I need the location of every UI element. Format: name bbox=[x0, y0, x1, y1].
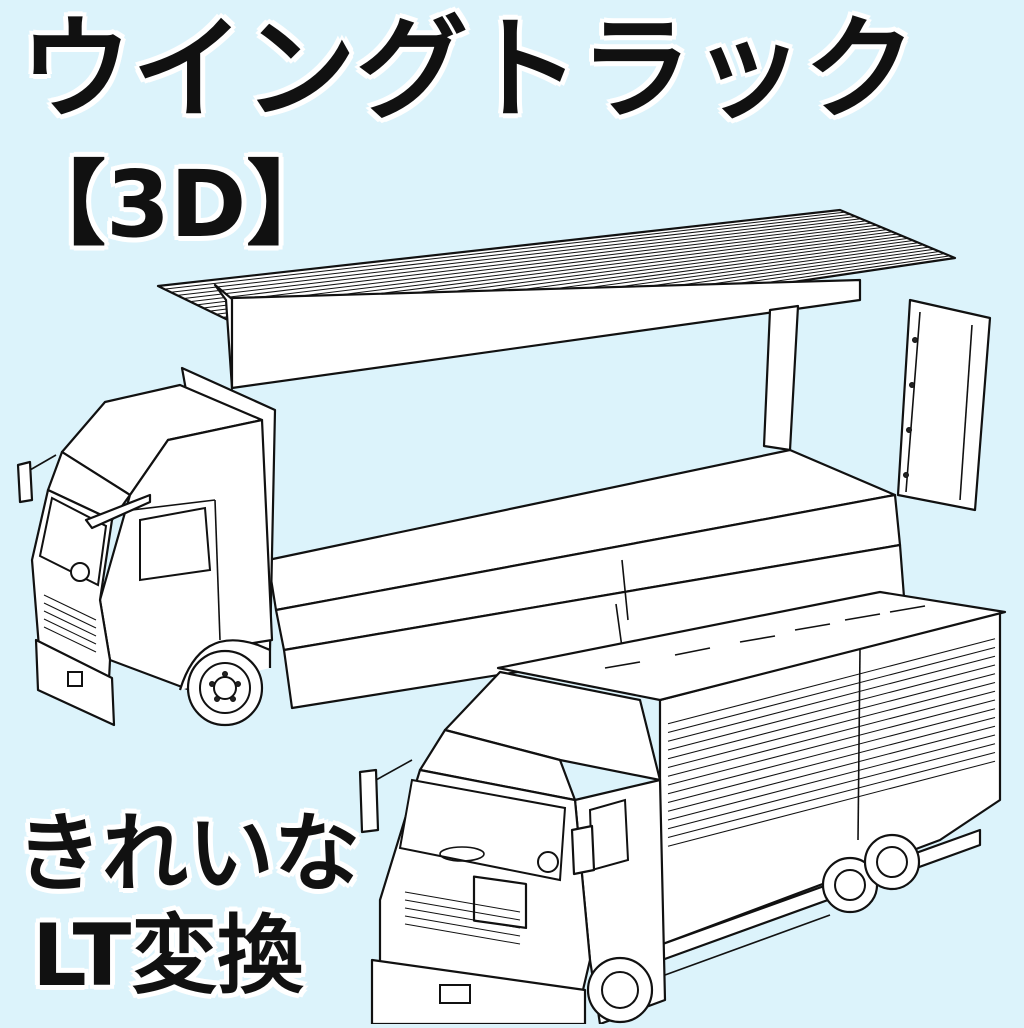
cab2-right-mirror bbox=[570, 824, 596, 876]
headlight bbox=[67, 671, 83, 687]
rib-line bbox=[667, 752, 996, 838]
front-grille bbox=[43, 594, 97, 653]
rib-line bbox=[177, 216, 856, 296]
cab2-side-window bbox=[588, 798, 630, 872]
left-mirror bbox=[16, 460, 34, 504]
page-title: ウイングトラック bbox=[20, 4, 916, 135]
rib-line bbox=[196, 222, 872, 306]
cargo-box-roof bbox=[496, 590, 1007, 702]
rib-line bbox=[667, 743, 996, 830]
rib-line bbox=[667, 725, 996, 812]
rib-line bbox=[170, 213, 851, 293]
rib-line bbox=[667, 717, 996, 803]
roof-latches bbox=[604, 605, 926, 669]
rear-open-door bbox=[896, 298, 992, 512]
rib-line bbox=[667, 708, 996, 795]
caption-line-1: きれいな bbox=[16, 804, 360, 904]
license-plate bbox=[439, 984, 471, 1004]
rib-line bbox=[667, 699, 996, 786]
cab2-windshield bbox=[398, 778, 567, 882]
rear-frame-post bbox=[762, 304, 800, 452]
rib-line bbox=[203, 224, 877, 309]
rib-line bbox=[667, 638, 996, 725]
closed-wing-truck bbox=[358, 590, 1007, 1026]
seat bbox=[472, 875, 528, 930]
rib-line bbox=[667, 682, 996, 768]
under-mirror bbox=[70, 562, 90, 582]
rib-line bbox=[667, 647, 996, 733]
rib-line bbox=[190, 220, 867, 303]
rib-line bbox=[164, 211, 846, 290]
rib-line bbox=[667, 734, 996, 821]
side-window bbox=[139, 506, 212, 582]
rib-line bbox=[667, 655, 996, 742]
cab2-left-mirror bbox=[358, 768, 380, 834]
right-mirror-arm bbox=[84, 493, 152, 530]
cab2-grille bbox=[404, 891, 521, 945]
subtitle-3d: 【3D】 bbox=[14, 151, 339, 258]
rib-line bbox=[667, 690, 996, 777]
rib-line bbox=[183, 218, 861, 300]
front-bulkhead bbox=[230, 278, 862, 390]
rib-line bbox=[667, 673, 996, 760]
cab2-roof bbox=[443, 670, 662, 782]
steering-wheel bbox=[439, 846, 485, 862]
cab2-under-mirror bbox=[537, 851, 559, 873]
rib-line bbox=[667, 760, 996, 847]
caption-line-2: LT変換 bbox=[32, 906, 304, 1006]
rib-line bbox=[667, 664, 996, 751]
open-wing-truck bbox=[16, 208, 992, 727]
cargo-box-ribs bbox=[667, 638, 996, 847]
